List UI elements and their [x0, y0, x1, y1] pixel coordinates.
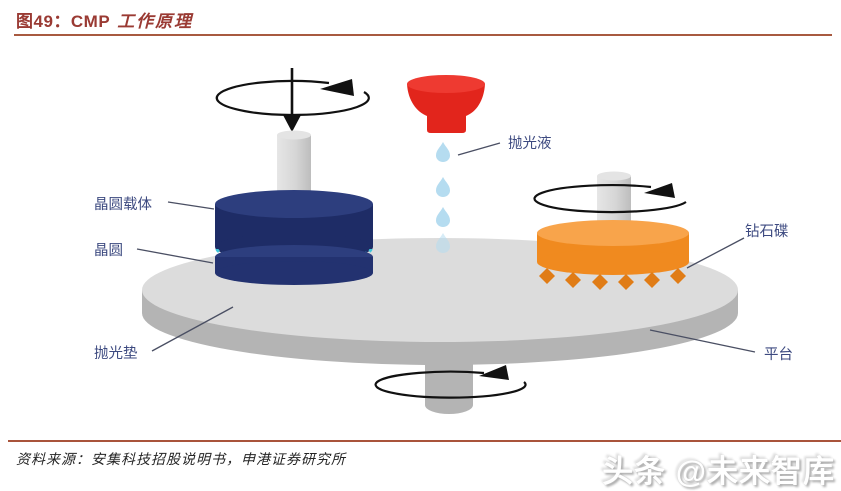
leader-line	[649, 329, 756, 353]
leader-line	[686, 237, 745, 269]
wafer-carrier-assembly	[215, 68, 373, 285]
diagram-labels: 晶圆载体 晶圆 抛光垫 抛光液 钻石碟 平台	[94, 135, 793, 363]
label-diamond-disk: 钻石碟	[745, 223, 789, 240]
label-polishing-liquid: 抛光液	[508, 135, 552, 152]
footer-divider	[8, 440, 841, 442]
funnel-mouth	[407, 75, 485, 93]
watermark-logo: 头条 @未来智库	[602, 454, 835, 489]
leader-line	[136, 248, 214, 264]
label-wafer: 晶圆	[94, 243, 123, 259]
droplet	[436, 207, 451, 227]
droplet	[436, 177, 451, 197]
diamond-disk-top	[537, 220, 689, 246]
figure-title-text: 工作原理	[117, 12, 194, 32]
slurry-funnel	[407, 75, 485, 133]
carrier-rotation-arrow-icon	[215, 79, 370, 117]
label-wafer-carrier: 晶圆载体	[94, 196, 152, 213]
leader-line	[167, 201, 215, 210]
disk-rotation-arrow-icon	[533, 183, 687, 214]
label-polishing-pad: 抛光垫	[94, 345, 138, 362]
disk-shaft-top	[597, 171, 631, 181]
wafer-carrier-top	[215, 190, 373, 218]
source-note: 资料来源：安集科技招股说明书，申港证券研究所	[16, 452, 346, 468]
funnel-body	[407, 84, 485, 133]
figure-title: 图49：CMP 工作原理	[16, 12, 194, 32]
platform-rotation-arrow-icon	[374, 365, 527, 399]
down-arrow-icon	[283, 68, 301, 132]
droplet	[436, 142, 451, 163]
slurry-droplets	[436, 142, 451, 253]
diamond-disk-bottom	[537, 249, 689, 275]
diamond-disk-assembly	[533, 171, 689, 290]
wafer-bottom	[215, 261, 373, 285]
cmp-diagram: 晶圆载体 晶圆 抛光垫 抛光液 钻石碟 平台	[0, 45, 841, 445]
figure-header: 图49：CMP 工作原理	[16, 7, 832, 32]
leader-lines	[136, 142, 756, 353]
leader-line	[151, 306, 234, 352]
figure-title-number: 图49：CMP	[16, 12, 111, 31]
droplet	[436, 233, 451, 253]
title-divider	[14, 34, 832, 36]
diamond-teeth	[539, 268, 686, 290]
carrier-shaft-top	[277, 130, 311, 140]
leader-line	[457, 142, 501, 156]
platform-shaft	[425, 350, 473, 414]
label-platform: 平台	[764, 346, 793, 363]
